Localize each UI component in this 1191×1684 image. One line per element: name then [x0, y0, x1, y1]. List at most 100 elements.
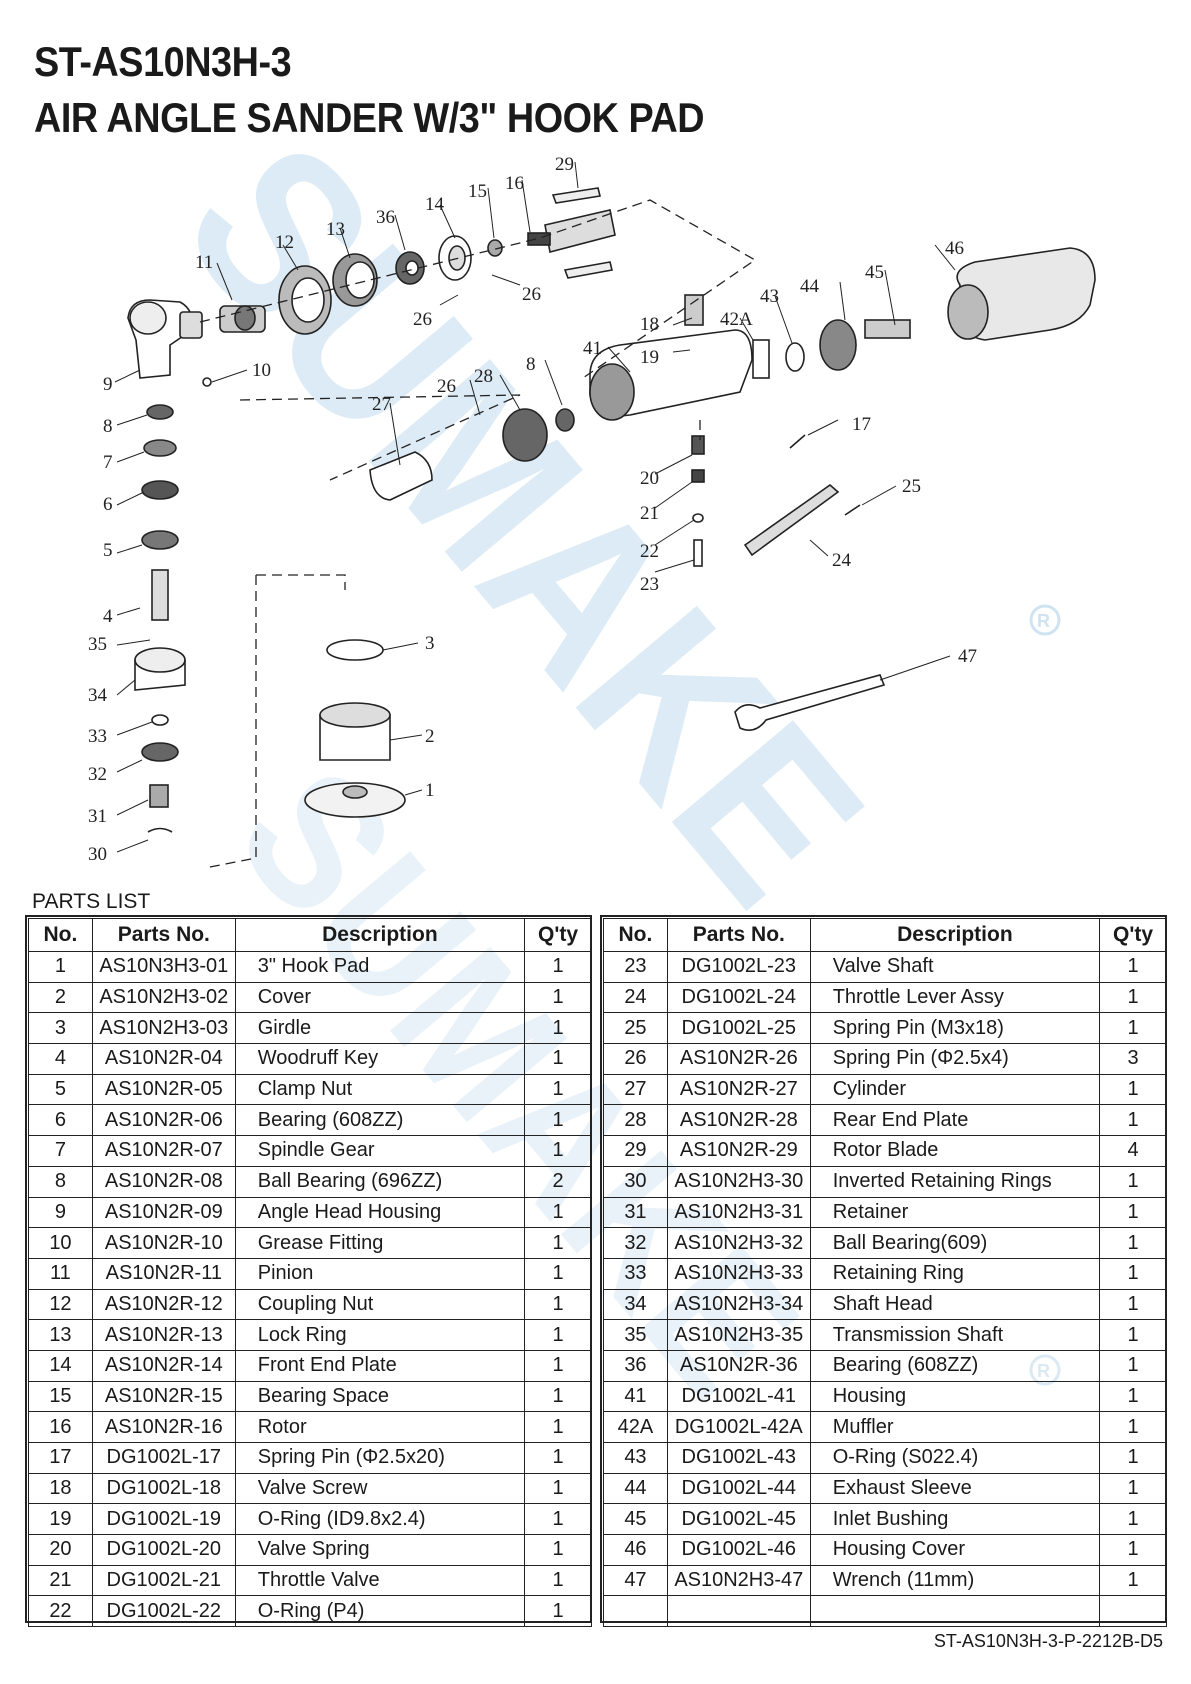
col-description: Description — [234, 918, 526, 952]
part-description: Spindle Gear — [234, 1135, 526, 1167]
part-quantity: 1 — [524, 1411, 592, 1443]
part-quantity: 1 — [524, 1534, 592, 1566]
col-parts-no: Parts No. — [91, 918, 236, 952]
part-code: AS10N2R-11 — [91, 1257, 236, 1290]
part-number-index: 16 — [28, 1411, 93, 1443]
part-code: AS10N2H3-47 — [666, 1564, 811, 1597]
part-quantity: 1 — [524, 1472, 592, 1505]
part-code: AS10N2R-10 — [91, 1227, 236, 1259]
part-quantity: 1 — [1099, 1227, 1167, 1259]
part-number-index: 14 — [28, 1349, 93, 1382]
part-description: Throttle Lever Assy — [809, 981, 1101, 1014]
part-number-index: 17 — [28, 1442, 93, 1474]
part-number-index: 23 — [603, 951, 668, 983]
part-description — [809, 1595, 1101, 1628]
svg-text:28: 28 — [474, 366, 493, 387]
part-code: AS10N2R-07 — [91, 1135, 236, 1167]
part-quantity: 1 — [1099, 1564, 1167, 1597]
part-number-index: 34 — [603, 1288, 668, 1321]
part-description: Pinion — [234, 1257, 526, 1290]
part-code: DG1002L-19 — [91, 1503, 236, 1536]
part-code: DG1002L-44 — [666, 1472, 811, 1505]
svg-text:43: 43 — [760, 286, 779, 307]
part-code: AS10N2R-12 — [91, 1288, 236, 1321]
part-number-index: 21 — [28, 1564, 93, 1597]
part-code: AS10N2R-26 — [666, 1043, 811, 1075]
part-quantity: 1 — [524, 1442, 592, 1474]
svg-text:29: 29 — [555, 154, 574, 175]
svg-text:31: 31 — [88, 806, 107, 827]
part-number-index: 6 — [28, 1104, 93, 1137]
part-quantity: 1 — [524, 1196, 592, 1229]
part-number-index: 10 — [28, 1227, 93, 1259]
part-number-index: 18 — [28, 1472, 93, 1505]
part-quantity: 1 — [524, 1288, 592, 1321]
part-quantity: 1 — [524, 1380, 592, 1413]
svg-text:2: 2 — [425, 726, 435, 747]
part-number-index: 1 — [28, 951, 93, 983]
part-description: Ball Bearing(609) — [809, 1227, 1101, 1259]
part-description: Valve Shaft — [809, 951, 1101, 983]
svg-text:3: 3 — [425, 633, 435, 654]
svg-text:17: 17 — [852, 414, 871, 435]
part-number-index: 32 — [603, 1227, 668, 1259]
part-quantity — [1099, 1595, 1167, 1628]
svg-text:32: 32 — [88, 764, 107, 785]
part-number-index: 45 — [603, 1503, 668, 1536]
part-description: Muffler — [809, 1411, 1101, 1443]
part-quantity: 4 — [1099, 1135, 1167, 1167]
part-description: Cylinder — [809, 1073, 1101, 1106]
part-number-index: 2 — [28, 981, 93, 1014]
part-number-index: 42A — [603, 1411, 668, 1443]
part-description: Rear End Plate — [809, 1104, 1101, 1137]
part-description: Rotor Blade — [809, 1135, 1101, 1167]
part-code: DG1002L-43 — [666, 1442, 811, 1474]
part-code: DG1002L-22 — [91, 1595, 236, 1628]
part-code: DG1002L-20 — [91, 1534, 236, 1566]
part-description: 3" Hook Pad — [234, 951, 526, 983]
svg-text:26: 26 — [413, 309, 432, 330]
part-number-index: 11 — [28, 1257, 93, 1290]
part-code: AS10N2H3-34 — [666, 1288, 811, 1321]
part-quantity: 1 — [1099, 951, 1167, 983]
part-description: Throttle Valve — [234, 1564, 526, 1597]
part-number-index: 9 — [28, 1196, 93, 1229]
svg-text:8: 8 — [526, 354, 536, 375]
part-quantity: 1 — [524, 1503, 592, 1536]
col-description: Description — [809, 918, 1101, 952]
part-quantity: 1 — [1099, 981, 1167, 1014]
part-code: DG1002L-21 — [91, 1564, 236, 1597]
model-number: ST-AS10N3H-3 — [34, 38, 292, 85]
svg-text:9: 9 — [103, 374, 113, 395]
part-description: Inlet Bushing — [809, 1503, 1101, 1536]
parts-list-label: PARTS LIST — [32, 890, 151, 913]
part-quantity: 1 — [1099, 1319, 1167, 1351]
part-description: Spring Pin (M3x18) — [809, 1012, 1101, 1045]
svg-text:5: 5 — [103, 540, 113, 561]
part-description: Girdle — [234, 1012, 526, 1045]
part-description: Angle Head Housing — [234, 1196, 526, 1229]
part-code: DG1002L-46 — [666, 1534, 811, 1566]
col-no: No. — [603, 918, 668, 952]
part-number-index: 24 — [603, 981, 668, 1014]
svg-text:4: 4 — [103, 606, 113, 627]
part-description: Valve Spring — [234, 1534, 526, 1566]
svg-text:23: 23 — [640, 574, 659, 595]
part-description: Woodruff Key — [234, 1043, 526, 1075]
part-code: AS10N2R-36 — [666, 1349, 811, 1382]
part-number-index: 47 — [603, 1564, 668, 1597]
